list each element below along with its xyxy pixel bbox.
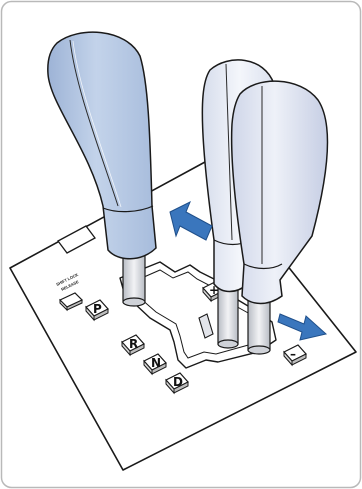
drive-label: D xyxy=(173,375,183,389)
neutral-label: N xyxy=(151,356,161,370)
reverse-label: R xyxy=(129,337,138,351)
minus-label: – xyxy=(290,347,296,361)
park-label: P xyxy=(93,302,102,316)
